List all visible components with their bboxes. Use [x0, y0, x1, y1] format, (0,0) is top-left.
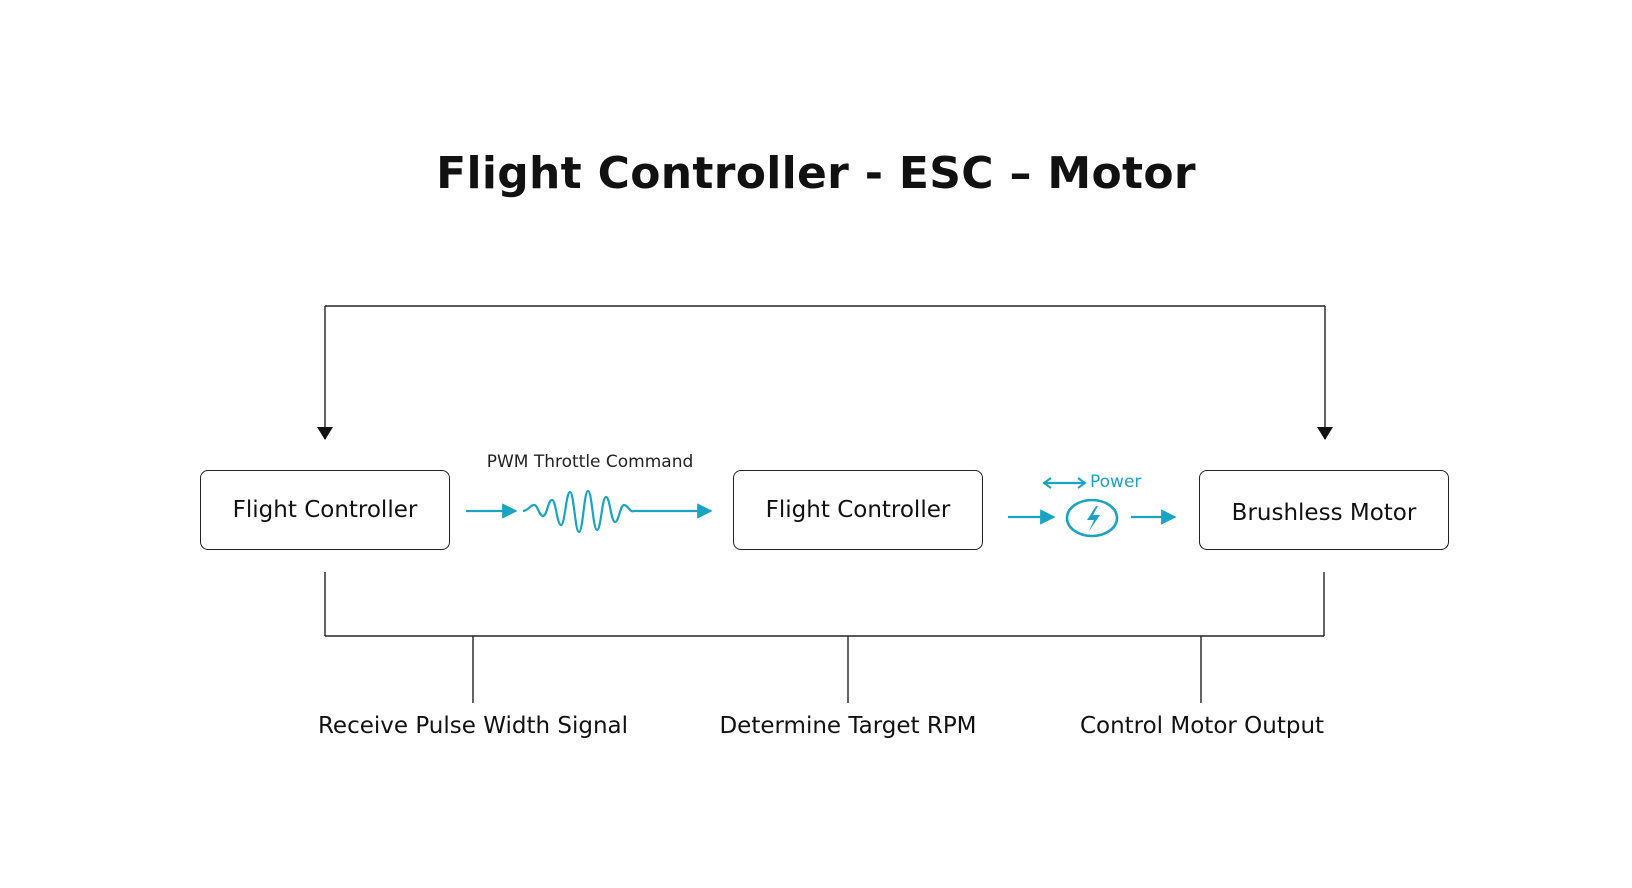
power-circle-icon: [1065, 498, 1119, 538]
power-connector: [1008, 477, 1177, 538]
node-label: Brushless Motor: [1231, 500, 1417, 526]
diagram-title: Flight Controller - ESC – Motor: [436, 148, 1196, 199]
lightning-bolt-icon: [1087, 506, 1100, 531]
caption-control-output: Control Motor Output: [1079, 713, 1325, 739]
bottom-bracket: [324, 572, 1325, 703]
waveform-icon: [522, 489, 640, 534]
node-label: Flight Controller: [232, 497, 418, 523]
pwm-connector: [466, 489, 713, 534]
brushless-motor-node: Brushless Motor: [1199, 470, 1449, 550]
caption-receive-signal: Receive Pulse Width Signal: [317, 713, 629, 739]
power-label: Power: [1090, 472, 1142, 492]
node-label: Flight Controller: [765, 497, 951, 523]
esc-node: Flight Controller: [733, 470, 983, 550]
top-feedback-loop: [324, 305, 1326, 434]
pwm-label: PWM Throttle Command: [486, 452, 694, 472]
arrow-down-right-icon: [1317, 427, 1333, 440]
caption-determine-rpm: Determine Target RPM: [719, 713, 977, 739]
arrow-down-left-icon: [317, 427, 333, 440]
flight-controller-node: Flight Controller: [200, 470, 450, 550]
